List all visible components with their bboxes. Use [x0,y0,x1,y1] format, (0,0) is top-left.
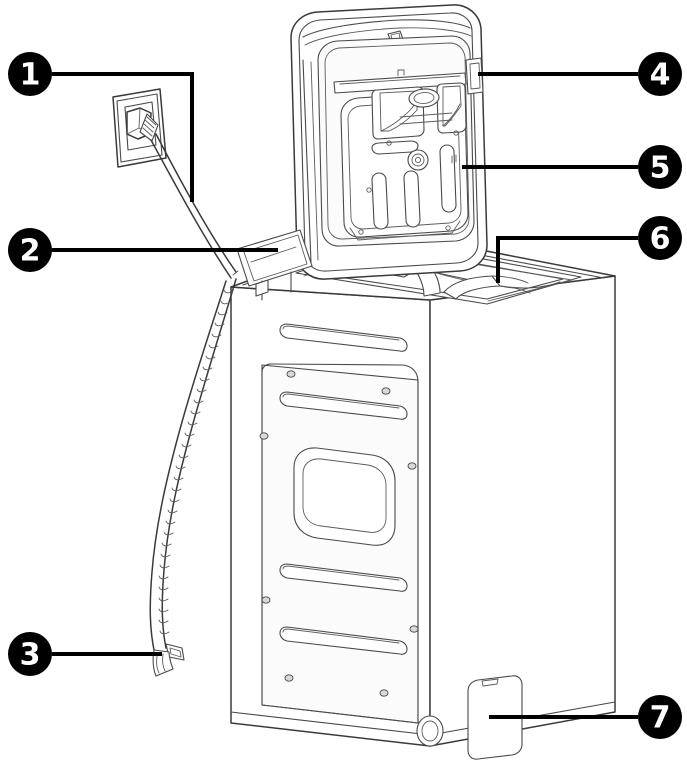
drum-door-lock-hub [406,149,429,184]
callout-badge-5[interactable]: 5 [638,145,682,189]
panel-screws [259,370,419,697]
callout-badge-circle [638,695,682,739]
callout-badge-4[interactable]: 4 [638,52,682,96]
callout-badge-1[interactable]: 1 [8,52,52,96]
leveling-foot [416,715,444,747]
callout-badge-6[interactable]: 6 [638,216,682,260]
callout-badge-7[interactable]: 7 [638,695,682,739]
machine-cabinet [230,230,616,760]
callout-badge-circle [638,216,682,260]
callout-badge-label: 4 [650,58,671,93]
drain-hose [149,278,237,677]
callout-badge-label: 3 [20,638,41,673]
callout-badge-label: 2 [20,234,41,269]
machine-lid-open [290,4,488,280]
callout-badge-3[interactable]: 3 [8,632,52,676]
drum-door-release-button [408,88,440,108]
callout-badge-circle [638,52,682,96]
lid-hinge-tab [465,57,484,95]
callout-badge-circle [8,228,52,272]
callout-badge-label: 6 [650,222,671,257]
callout-badge-circle [638,145,682,189]
leader-1 [52,72,194,202]
callout-badge-circle [8,52,52,96]
wall-socket-assembly [112,88,239,279]
callout-leaders [52,72,638,719]
callout-badge-2[interactable]: 2 [8,228,52,272]
callout-badge-label: 1 [20,58,41,93]
leader-6 [496,236,638,283]
callout-badge-circle [8,632,52,676]
lid-rear-hinge-edge [236,229,313,301]
callout-badge-label: 5 [650,151,671,186]
callout-badge-label: 7 [650,701,671,736]
hose-corrugations [158,289,234,635]
inner-drum-door-assembly [333,69,469,241]
